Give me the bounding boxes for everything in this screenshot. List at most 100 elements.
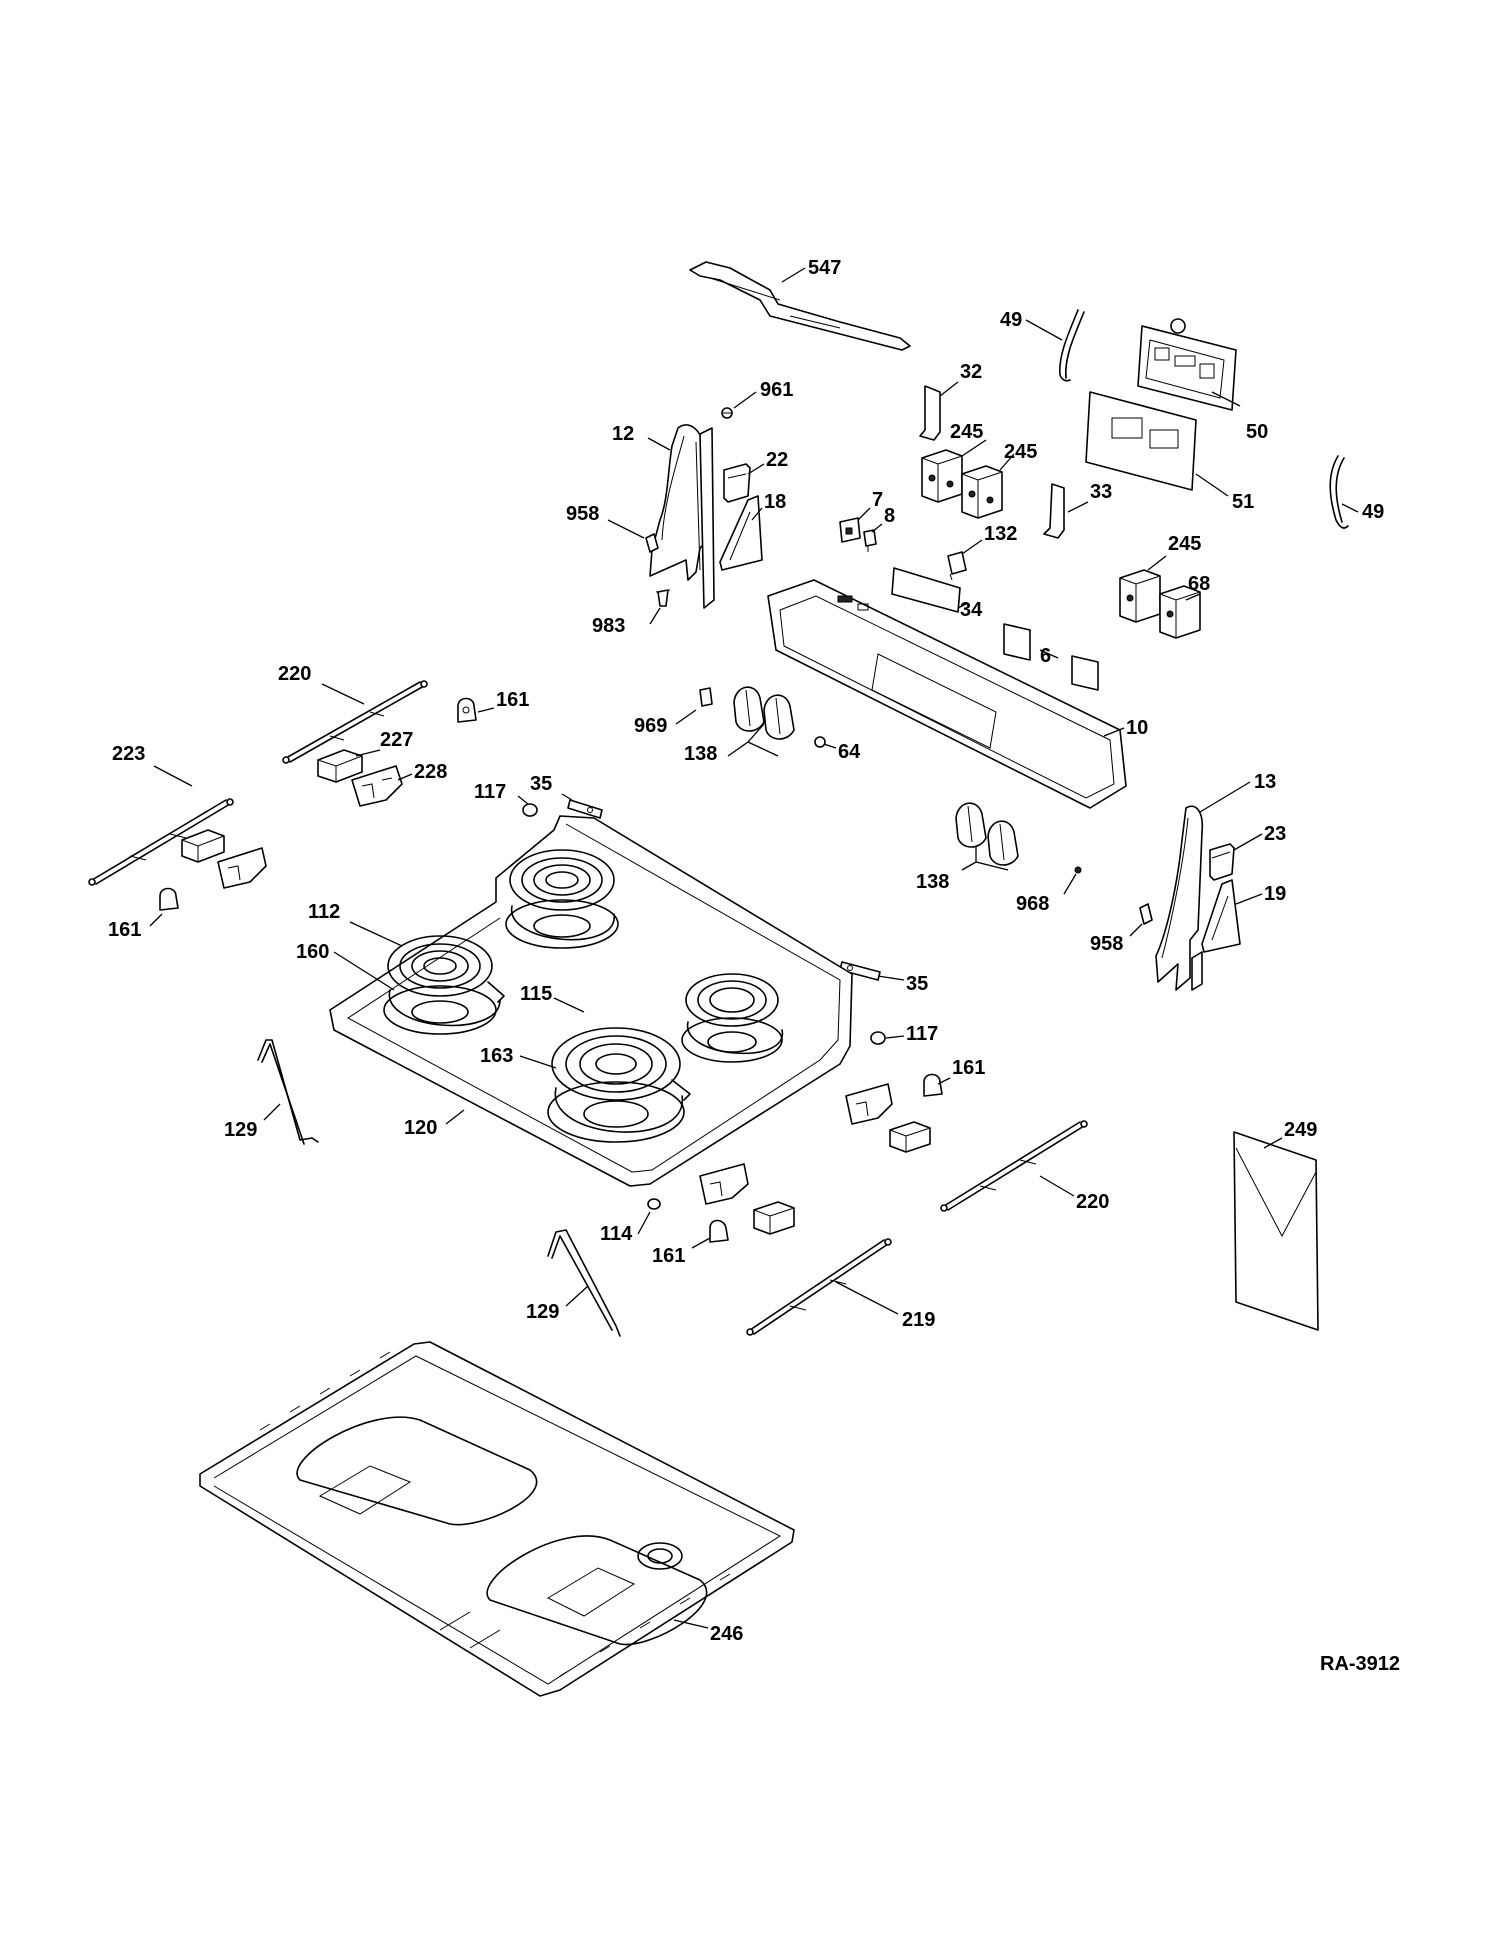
callout-labels: 547 49 50 32 961 12 245 245 22 51 49 18 … xyxy=(108,257,1400,1675)
callout-51: 51 xyxy=(1232,491,1254,513)
part-side-trim-13 xyxy=(1155,805,1204,991)
part-bracket-23 xyxy=(1209,843,1235,881)
leader-lines xyxy=(149,267,1359,1629)
callout-129: 129 xyxy=(526,1301,559,1323)
part-screw-968 xyxy=(1074,866,1082,874)
callout-8: 8 xyxy=(884,505,895,527)
part-bracket-35-a xyxy=(567,799,603,819)
callout-245: 245 xyxy=(1004,441,1037,463)
part-wire-220-a xyxy=(282,680,428,764)
callout-246: 246 xyxy=(710,1623,743,1645)
part-terminal-block-161-b xyxy=(159,887,179,911)
part-wire-223 xyxy=(88,798,234,886)
callout-115: 115 xyxy=(520,983,552,1005)
part-cooktop-120 xyxy=(329,815,853,1187)
part-screw-983 xyxy=(655,589,671,607)
part-brace-19 xyxy=(1201,879,1241,953)
callout-161: 161 xyxy=(652,1245,685,1267)
part-wire-129-a xyxy=(257,1039,319,1145)
part-surface-unit-163 xyxy=(547,1027,691,1143)
callout-228: 228 xyxy=(414,761,447,783)
diagram-id: RA-3912 xyxy=(1320,1653,1400,1675)
part-surface-unit-115-rear xyxy=(505,849,619,949)
part-wire-220-b xyxy=(940,1120,1088,1212)
callout-117: 117 xyxy=(906,1023,938,1045)
part-knob-138-b xyxy=(763,694,795,740)
callout-12: 12 xyxy=(612,423,634,445)
callout-49: 49 xyxy=(1362,501,1384,523)
part-screw-969 xyxy=(699,687,713,707)
callout-223: 223 xyxy=(112,743,145,765)
callout-227: 227 xyxy=(380,729,413,751)
part-terminal-block-161-c xyxy=(923,1073,943,1097)
part-literature-249 xyxy=(1233,1131,1319,1331)
part-infinite-switch-245-a xyxy=(921,449,963,503)
callout-547: 547 xyxy=(808,257,841,279)
part-surface-unit-small-right xyxy=(681,973,783,1063)
part-wire-lead-49-lower xyxy=(1329,455,1349,529)
part-terminal-block-161-a xyxy=(457,697,477,723)
callout-969: 969 xyxy=(634,715,667,737)
part-plug-117-b xyxy=(870,1031,886,1045)
callout-117: 117 xyxy=(474,781,506,803)
part-wire-129-b xyxy=(547,1229,621,1337)
callout-160: 160 xyxy=(296,941,329,963)
callout-132: 132 xyxy=(984,523,1017,545)
callout-161: 161 xyxy=(496,689,529,711)
part-knob-138-c xyxy=(955,802,987,848)
part-infinite-switch-245-b xyxy=(961,465,1003,519)
part-switch-7 xyxy=(839,517,861,543)
callout-35: 35 xyxy=(530,773,552,795)
callout-120: 120 xyxy=(404,1117,437,1139)
part-bracket-33 xyxy=(1043,483,1065,539)
part-terminal-block-227 xyxy=(317,749,363,783)
callout-112: 112 xyxy=(308,901,340,923)
callout-64: 64 xyxy=(838,741,861,763)
callout-961: 961 xyxy=(760,379,793,401)
part-drip-pan-160 xyxy=(383,985,501,1035)
part-cooktop-support-246 xyxy=(199,1341,795,1697)
callout-13: 13 xyxy=(1254,771,1276,793)
part-switch-68 xyxy=(1159,585,1201,639)
part-terminal-block-lower-a xyxy=(753,1201,795,1235)
part-window-34 xyxy=(891,567,961,613)
callout-163: 163 xyxy=(480,1045,513,1067)
callout-138: 138 xyxy=(684,743,717,765)
part-infinite-switch-245-c xyxy=(1119,569,1161,623)
callout-18: 18 xyxy=(764,491,786,513)
part-clip-958-b xyxy=(1139,903,1153,925)
callout-49: 49 xyxy=(1000,309,1022,331)
part-bracket-right-a xyxy=(845,1083,893,1125)
callout-219: 219 xyxy=(902,1309,935,1331)
callout-968: 968 xyxy=(1016,893,1049,915)
callout-34: 34 xyxy=(960,599,983,621)
callout-35: 35 xyxy=(906,973,928,995)
callout-50: 50 xyxy=(1246,421,1268,443)
part-button-64 xyxy=(814,736,826,748)
part-bracket-lower-a xyxy=(699,1163,749,1205)
callout-220: 220 xyxy=(278,663,311,685)
callout-23: 23 xyxy=(1264,823,1286,845)
part-plug-114 xyxy=(647,1198,661,1210)
part-terminal-block-161-d xyxy=(709,1219,729,1243)
part-wire-lead-49-upper xyxy=(1059,309,1085,382)
part-brace-18 xyxy=(719,495,763,571)
part-knob-138-a xyxy=(733,686,765,732)
part-overlay-51 xyxy=(1085,391,1197,491)
callout-220: 220 xyxy=(1076,1191,1109,1213)
part-backguard-10 xyxy=(767,579,1127,809)
part-wire-219 xyxy=(746,1238,892,1336)
part-knob-138-d xyxy=(987,820,1019,866)
part-bracket-223-b xyxy=(217,847,267,889)
callout-68: 68 xyxy=(1188,573,1210,595)
callout-114: 114 xyxy=(600,1223,633,1245)
callout-958: 958 xyxy=(1090,933,1123,955)
callout-983: 983 xyxy=(592,615,625,637)
callout-245: 245 xyxy=(950,421,983,443)
part-electronic-control-50 xyxy=(1137,318,1237,411)
callout-161: 161 xyxy=(952,1057,985,1079)
part-bracket-32 xyxy=(919,385,941,441)
callout-958: 958 xyxy=(566,503,599,525)
callout-6: 6 xyxy=(1040,645,1051,667)
part-label-6 xyxy=(1003,623,1099,691)
